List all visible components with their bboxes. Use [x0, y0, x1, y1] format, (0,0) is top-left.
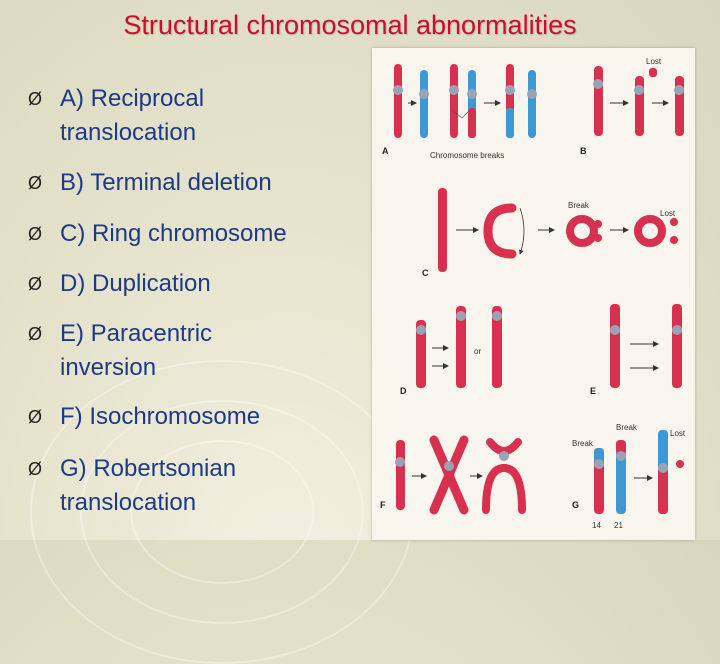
ring-chromosome	[634, 215, 666, 247]
label-or: or	[474, 347, 481, 356]
chromosome-segment	[506, 108, 514, 138]
centromere	[393, 85, 403, 95]
label-21: 21	[614, 521, 623, 530]
bullet-text: D) Duplication	[60, 270, 211, 297]
isochromosome-arm	[482, 463, 526, 514]
bullet-text-cont: inversion	[60, 354, 157, 381]
chromosome-segment	[468, 108, 476, 138]
bent-chromosome	[483, 203, 517, 259]
arrow	[451, 109, 463, 119]
arrow	[461, 109, 471, 119]
centromere	[616, 451, 626, 461]
chromosome-fragment	[676, 460, 684, 468]
arrow-bullet-icon: Ø	[28, 173, 43, 193]
chromosome-figure: Chromosome breaks A Lost B Break Lost C	[372, 48, 695, 540]
centromere	[444, 461, 454, 471]
centromere	[467, 89, 477, 99]
bullet-text: G) Robertsonian	[60, 455, 237, 482]
chromosome	[394, 64, 402, 138]
chromosome	[438, 188, 447, 272]
chromosome	[420, 70, 428, 138]
panel-label-f: F	[380, 500, 386, 510]
panel-f: F	[380, 435, 526, 515]
panel-label-e: E	[590, 386, 596, 396]
centromere	[594, 459, 604, 469]
arrow-bullet-icon: Ø	[28, 459, 43, 479]
centromere	[456, 311, 466, 321]
label-break: Break	[616, 423, 638, 432]
panel-d: or D	[400, 306, 502, 396]
chromosome	[492, 306, 502, 388]
panel-b: Lost B	[580, 57, 684, 156]
centromere	[499, 451, 509, 461]
break-arrow	[519, 207, 525, 255]
panel-g: Break Break Lost 14 21 G	[572, 423, 686, 530]
centromere	[492, 311, 502, 321]
centromere	[593, 79, 603, 89]
chromosome-fragment	[594, 234, 602, 242]
chromosome	[610, 304, 620, 388]
bullet-text: A) Reciprocal	[60, 85, 205, 112]
panel-label-d: D	[400, 386, 407, 396]
chromosome-fragment	[649, 68, 657, 77]
label-lost: Lost	[660, 209, 676, 218]
arrow-bullet-icon: Ø	[28, 407, 43, 427]
panel-label-c: C	[422, 268, 429, 278]
isochromosome-arm	[486, 438, 522, 455]
panel-a: Chromosome breaks A	[382, 64, 537, 160]
centromere	[672, 325, 682, 335]
x-chromosome	[429, 435, 469, 515]
arrow-bullet-icon: Ø	[28, 324, 43, 344]
arrow-bullet-icon: Ø	[28, 89, 43, 109]
centromere	[610, 325, 620, 335]
bullet-text: F) Isochromosome	[60, 403, 261, 430]
arrow-bullet-icon: Ø	[28, 274, 43, 294]
centromere	[505, 85, 515, 95]
chromosome-fragment	[670, 236, 678, 244]
label-break: Break	[572, 439, 594, 448]
panel-c: Break Lost C	[422, 188, 678, 278]
chromosome-fragment	[594, 220, 602, 228]
slide-title: Structural chromosomal abnormalities	[123, 10, 577, 40]
label-chromosome-breaks: Chromosome breaks	[430, 151, 504, 160]
centromere	[527, 89, 537, 99]
centromere	[419, 89, 429, 99]
bullet-text-cont: translocation	[60, 489, 197, 516]
ring-chromosome	[566, 215, 598, 247]
panel-label-a: A	[382, 146, 389, 156]
panel-label-b: B	[580, 146, 587, 156]
chromosome	[528, 70, 536, 138]
chromosome	[450, 64, 458, 138]
centromere	[449, 85, 459, 95]
chromosome	[456, 306, 466, 388]
bullet-text-cont: translocation	[60, 119, 197, 146]
centromere	[658, 463, 668, 473]
chromosome	[396, 440, 405, 510]
arrow-bullet-icon: Ø	[28, 224, 43, 244]
label-break: Break	[568, 201, 590, 210]
bullet-text: E) Paracentric	[60, 320, 213, 347]
label-14: 14	[592, 521, 601, 530]
panel-label-g: G	[572, 500, 579, 510]
centromere	[634, 85, 644, 95]
chromosome	[594, 66, 603, 136]
centromere	[416, 325, 426, 335]
bullet-text: B) Terminal deletion	[60, 169, 272, 196]
label-lost: Lost	[646, 57, 662, 66]
chromosome-fragment	[670, 218, 678, 226]
chromosome	[675, 76, 684, 136]
panel-e: E	[590, 304, 682, 396]
chromosome	[635, 76, 644, 136]
centromere	[395, 457, 405, 467]
chromosome	[416, 320, 426, 388]
chromosome-segment	[616, 440, 626, 454]
label-lost: Lost	[670, 429, 686, 438]
chromosome-diagram: Chromosome breaks A Lost B Break Lost C	[380, 57, 686, 530]
chromosome-segment	[658, 468, 668, 514]
chromosome	[672, 304, 682, 388]
centromere	[674, 85, 684, 95]
bullet-text: C) Ring chromosome	[60, 220, 287, 247]
